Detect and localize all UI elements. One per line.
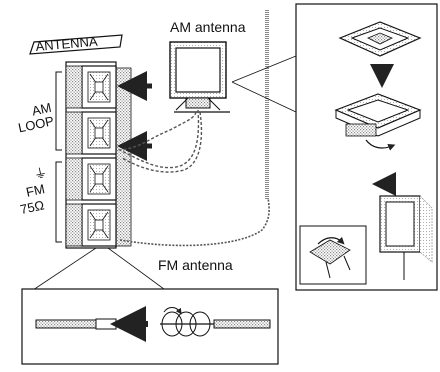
fm-label-group: ⏚ FM 75Ω — [19, 161, 62, 243]
ground-symbol-icon: ⏚ — [32, 165, 48, 182]
fm-antenna-label: FM antenna — [158, 257, 233, 273]
antenna-label: ANTENNA — [35, 34, 99, 54]
terminal-fm-ground[interactable] — [65, 157, 117, 201]
callout-lines — [231, 55, 297, 113]
push-arrow-icon — [117, 71, 152, 161]
loop-step-3-icon — [379, 195, 433, 280]
fm-label-line2: 75Ω — [19, 197, 46, 217]
antenna-label-group: ANTENNA — [29, 34, 123, 55]
fm-bracket — [55, 161, 62, 243]
antenna-label-frame — [29, 34, 123, 55]
am-loop-label-line1: AM — [31, 100, 53, 119]
am-loop-label-group: AM LOOP — [17, 71, 62, 151]
am-loop-antenna-icon: AM antenna — [169, 19, 246, 113]
terminal-block — [65, 61, 132, 249]
assembly-panel — [295, 3, 438, 291]
am-loop-label-line2: LOOP — [17, 113, 55, 135]
terminal-fm-75[interactable] — [65, 203, 117, 247]
am-antenna-label: AM antenna — [170, 19, 246, 35]
fm-antenna-wire — [119, 197, 270, 247]
loop-step-2-icon — [334, 93, 422, 151]
fm-label-line1: FM — [25, 181, 46, 200]
wire-callout-lines — [29, 247, 169, 293]
terminal-block-side — [114, 67, 132, 247]
stripped-wire-icon — [35, 318, 117, 330]
terminal-am-1[interactable] — [65, 65, 117, 109]
terminal-am-2[interactable] — [65, 111, 117, 155]
am-loop-bracket — [55, 71, 62, 151]
twisting-wire-icon — [160, 307, 271, 337]
mount-detail-inset — [299, 225, 367, 285]
am-antenna-wire — [117, 109, 200, 169]
wire-prep-panel — [21, 288, 279, 365]
loop-step-1-icon — [338, 21, 422, 57]
